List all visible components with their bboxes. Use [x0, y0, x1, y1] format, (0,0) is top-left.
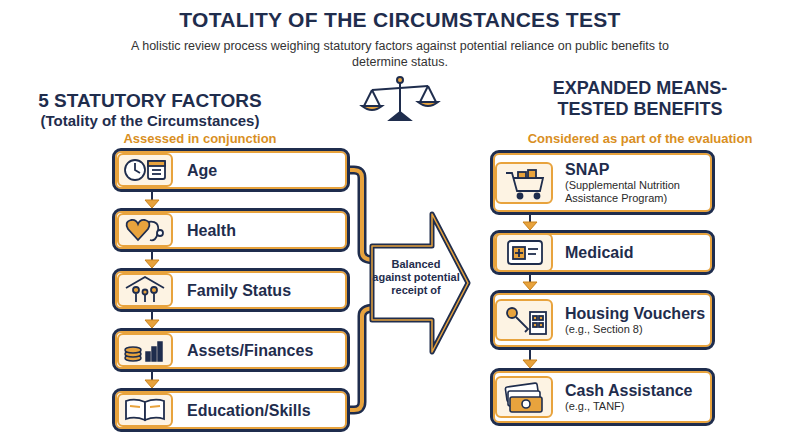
box-detail: (e.g., TANF) — [565, 400, 706, 413]
connector — [523, 350, 537, 368]
connector — [145, 372, 159, 388]
arrow-head — [523, 222, 537, 230]
scale-icon-part — [420, 86, 428, 102]
scale-icon-part — [397, 77, 403, 83]
subtitle-text: A holistic review process weighing statu… — [130, 38, 670, 70]
column-note: Assessed in conjunction — [50, 131, 350, 146]
scale-icon-part — [428, 86, 436, 102]
scale-icon — [362, 77, 438, 120]
scale-icon-part — [399, 80, 401, 118]
box-heading: Family Status — [187, 281, 341, 300]
column-heading: 5 STATUTORY FACTORS — [0, 90, 300, 112]
connector — [523, 275, 537, 290]
scale-icon-part — [390, 112, 410, 120]
benefit-box: SNAP(Supplemental Nutrition Assistance P… — [490, 150, 715, 215]
scale-icon-part — [364, 90, 372, 106]
merge-band-core — [350, 308, 375, 410]
factor-box: Family Status — [112, 268, 350, 312]
connector — [523, 215, 537, 230]
benefit-box: Cash Assistance(e.g., TANF) — [490, 368, 715, 426]
arrow-head — [145, 200, 159, 208]
box-detail: (Supplemental Nutrition Assistance Progr… — [565, 179, 706, 205]
connector — [145, 252, 159, 268]
merge-band — [350, 308, 375, 410]
box-heading: Medicaid — [565, 243, 706, 262]
arrow-outline — [372, 214, 468, 352]
arrow-text: Balanced against potential receipt of — [372, 258, 460, 297]
factor-box: Assets/Finances — [112, 328, 350, 372]
box-heading: SNAP — [565, 160, 706, 179]
benefit-box: Housing Vouchers(e.g., Section 8) — [490, 290, 715, 350]
factor-box: Health — [112, 208, 350, 252]
arrow-head — [145, 260, 159, 268]
box-heading: Assets/Finances — [187, 341, 341, 360]
scale-icon-part — [372, 86, 428, 90]
connector-line — [529, 350, 531, 361]
connector — [145, 312, 159, 328]
scale-icon-part — [372, 90, 380, 106]
box-heading: Health — [187, 221, 341, 240]
box-heading: Cash Assistance — [565, 381, 706, 400]
connector — [350, 308, 375, 410]
arrow-head — [523, 282, 537, 290]
column-note: Considered as part of the evaluation — [490, 131, 790, 146]
scale-icon-part — [362, 106, 382, 110]
balance-arrow: Balanced against potential receipt of — [372, 208, 470, 358]
column-heading: EXPANDED MEANS-TESTED BENEFITS — [520, 78, 760, 120]
box-heading: Housing Vouchers — [565, 304, 706, 323]
diagram-title: TOTALITY OF THE CIRCUMSTANCES TEST — [0, 8, 800, 32]
arrow-inner-line — [372, 214, 468, 352]
box-detail: (e.g., Section 8) — [565, 323, 706, 336]
arrow-head — [145, 320, 159, 328]
factor-box: Education/Skills — [112, 388, 350, 432]
box-heading: Age — [187, 161, 341, 180]
arrow-head — [523, 360, 537, 368]
arrow-head — [145, 380, 159, 388]
scale-icon-part — [418, 102, 438, 106]
connector — [145, 192, 159, 208]
factor-box: Age — [112, 148, 350, 192]
box-heading: Education/Skills — [187, 401, 341, 420]
column-heading: (Totality of the Circumstances) — [0, 112, 300, 130]
benefit-box: Medicaid — [490, 230, 715, 275]
